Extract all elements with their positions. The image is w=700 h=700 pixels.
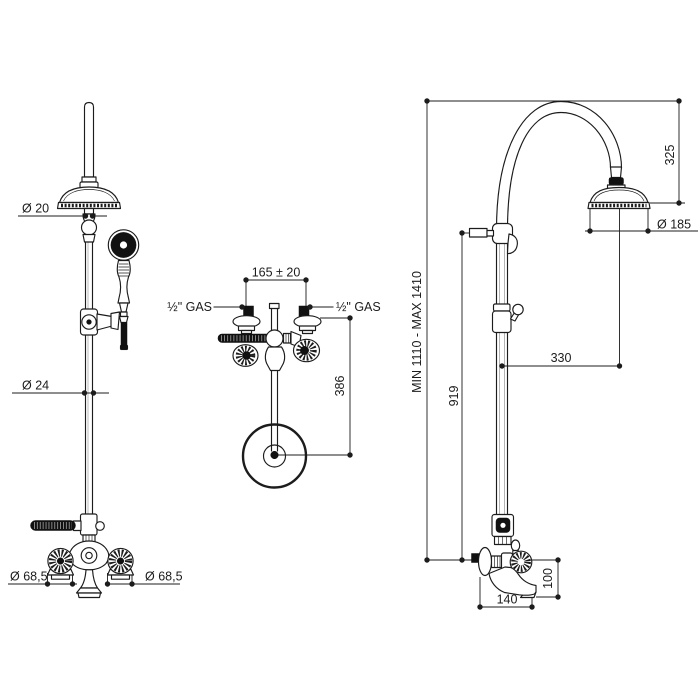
dim-right-handle-diameter: Ø 68,5 (145, 570, 183, 584)
dim-spout-reach: 140 (497, 593, 518, 607)
dim-inlet-centers: 165 ± 20 (252, 266, 301, 280)
dim-head-diameter: Ø 185 (657, 218, 691, 232)
dim-arc-to-head: 325 (663, 145, 677, 166)
front-cross-handle-left (46, 547, 75, 580)
dim-height-range: MIN 1110 - MAX 1410 (410, 271, 424, 393)
side-union-block (491, 513, 521, 555)
front-hand-shower (79, 229, 140, 351)
dim-column-diameter: Ø 24 (22, 379, 49, 393)
top-center-assembly (264, 302, 292, 452)
top-handle-ball-right (290, 330, 321, 363)
dim-head-pipe-diameter: Ø 20 (22, 202, 49, 216)
top-lever (217, 333, 272, 343)
front-dimension-dots (44, 213, 135, 587)
dim-left-handle-diameter: Ø 68,5 (10, 570, 48, 584)
top-shower-head-circle (241, 423, 308, 489)
side-dimension-dots (424, 98, 682, 610)
dim-right-inlet-thread: ½" GAS (336, 300, 381, 314)
dim-head-reach: 330 (551, 351, 572, 365)
dim-head-center-depth: 386 (333, 376, 347, 397)
top-view: 165 ± 20 ½" GAS ½" GAS 386 (167, 266, 381, 489)
side-overhead-shower (587, 166, 651, 210)
side-slider-bracket (491, 303, 524, 334)
front-shower-column (84, 241, 94, 516)
front-view: Ø 20 Ø 24 Ø 68,5 Ø 68,5 (8, 101, 183, 599)
front-spout (75, 569, 103, 599)
dim-column-height: 919 (447, 386, 461, 407)
front-overhead-shower (56, 101, 122, 243)
front-mixer-body (68, 540, 110, 571)
top-dimension-dots (239, 277, 353, 458)
side-tub-spout (488, 566, 537, 599)
side-view: MIN 1110 - MAX 1410 325 Ø 185 330 919 10… (410, 98, 698, 610)
top-handle-ball-left (232, 344, 259, 367)
side-gooseneck-arc (495, 100, 623, 231)
top-inlet-left (232, 305, 261, 335)
side-shower-column (468, 222, 518, 516)
side-dimension-lines (426, 100, 698, 608)
dim-spout-height: 100 (541, 568, 555, 589)
top-dimension-lines (213, 279, 351, 456)
dim-left-inlet-thread: ½" GAS (167, 300, 212, 314)
top-inlet-right (293, 305, 322, 335)
side-mixer-body (471, 546, 533, 577)
front-diverter-and-lever (30, 513, 105, 544)
front-cross-handle-right (106, 547, 135, 580)
